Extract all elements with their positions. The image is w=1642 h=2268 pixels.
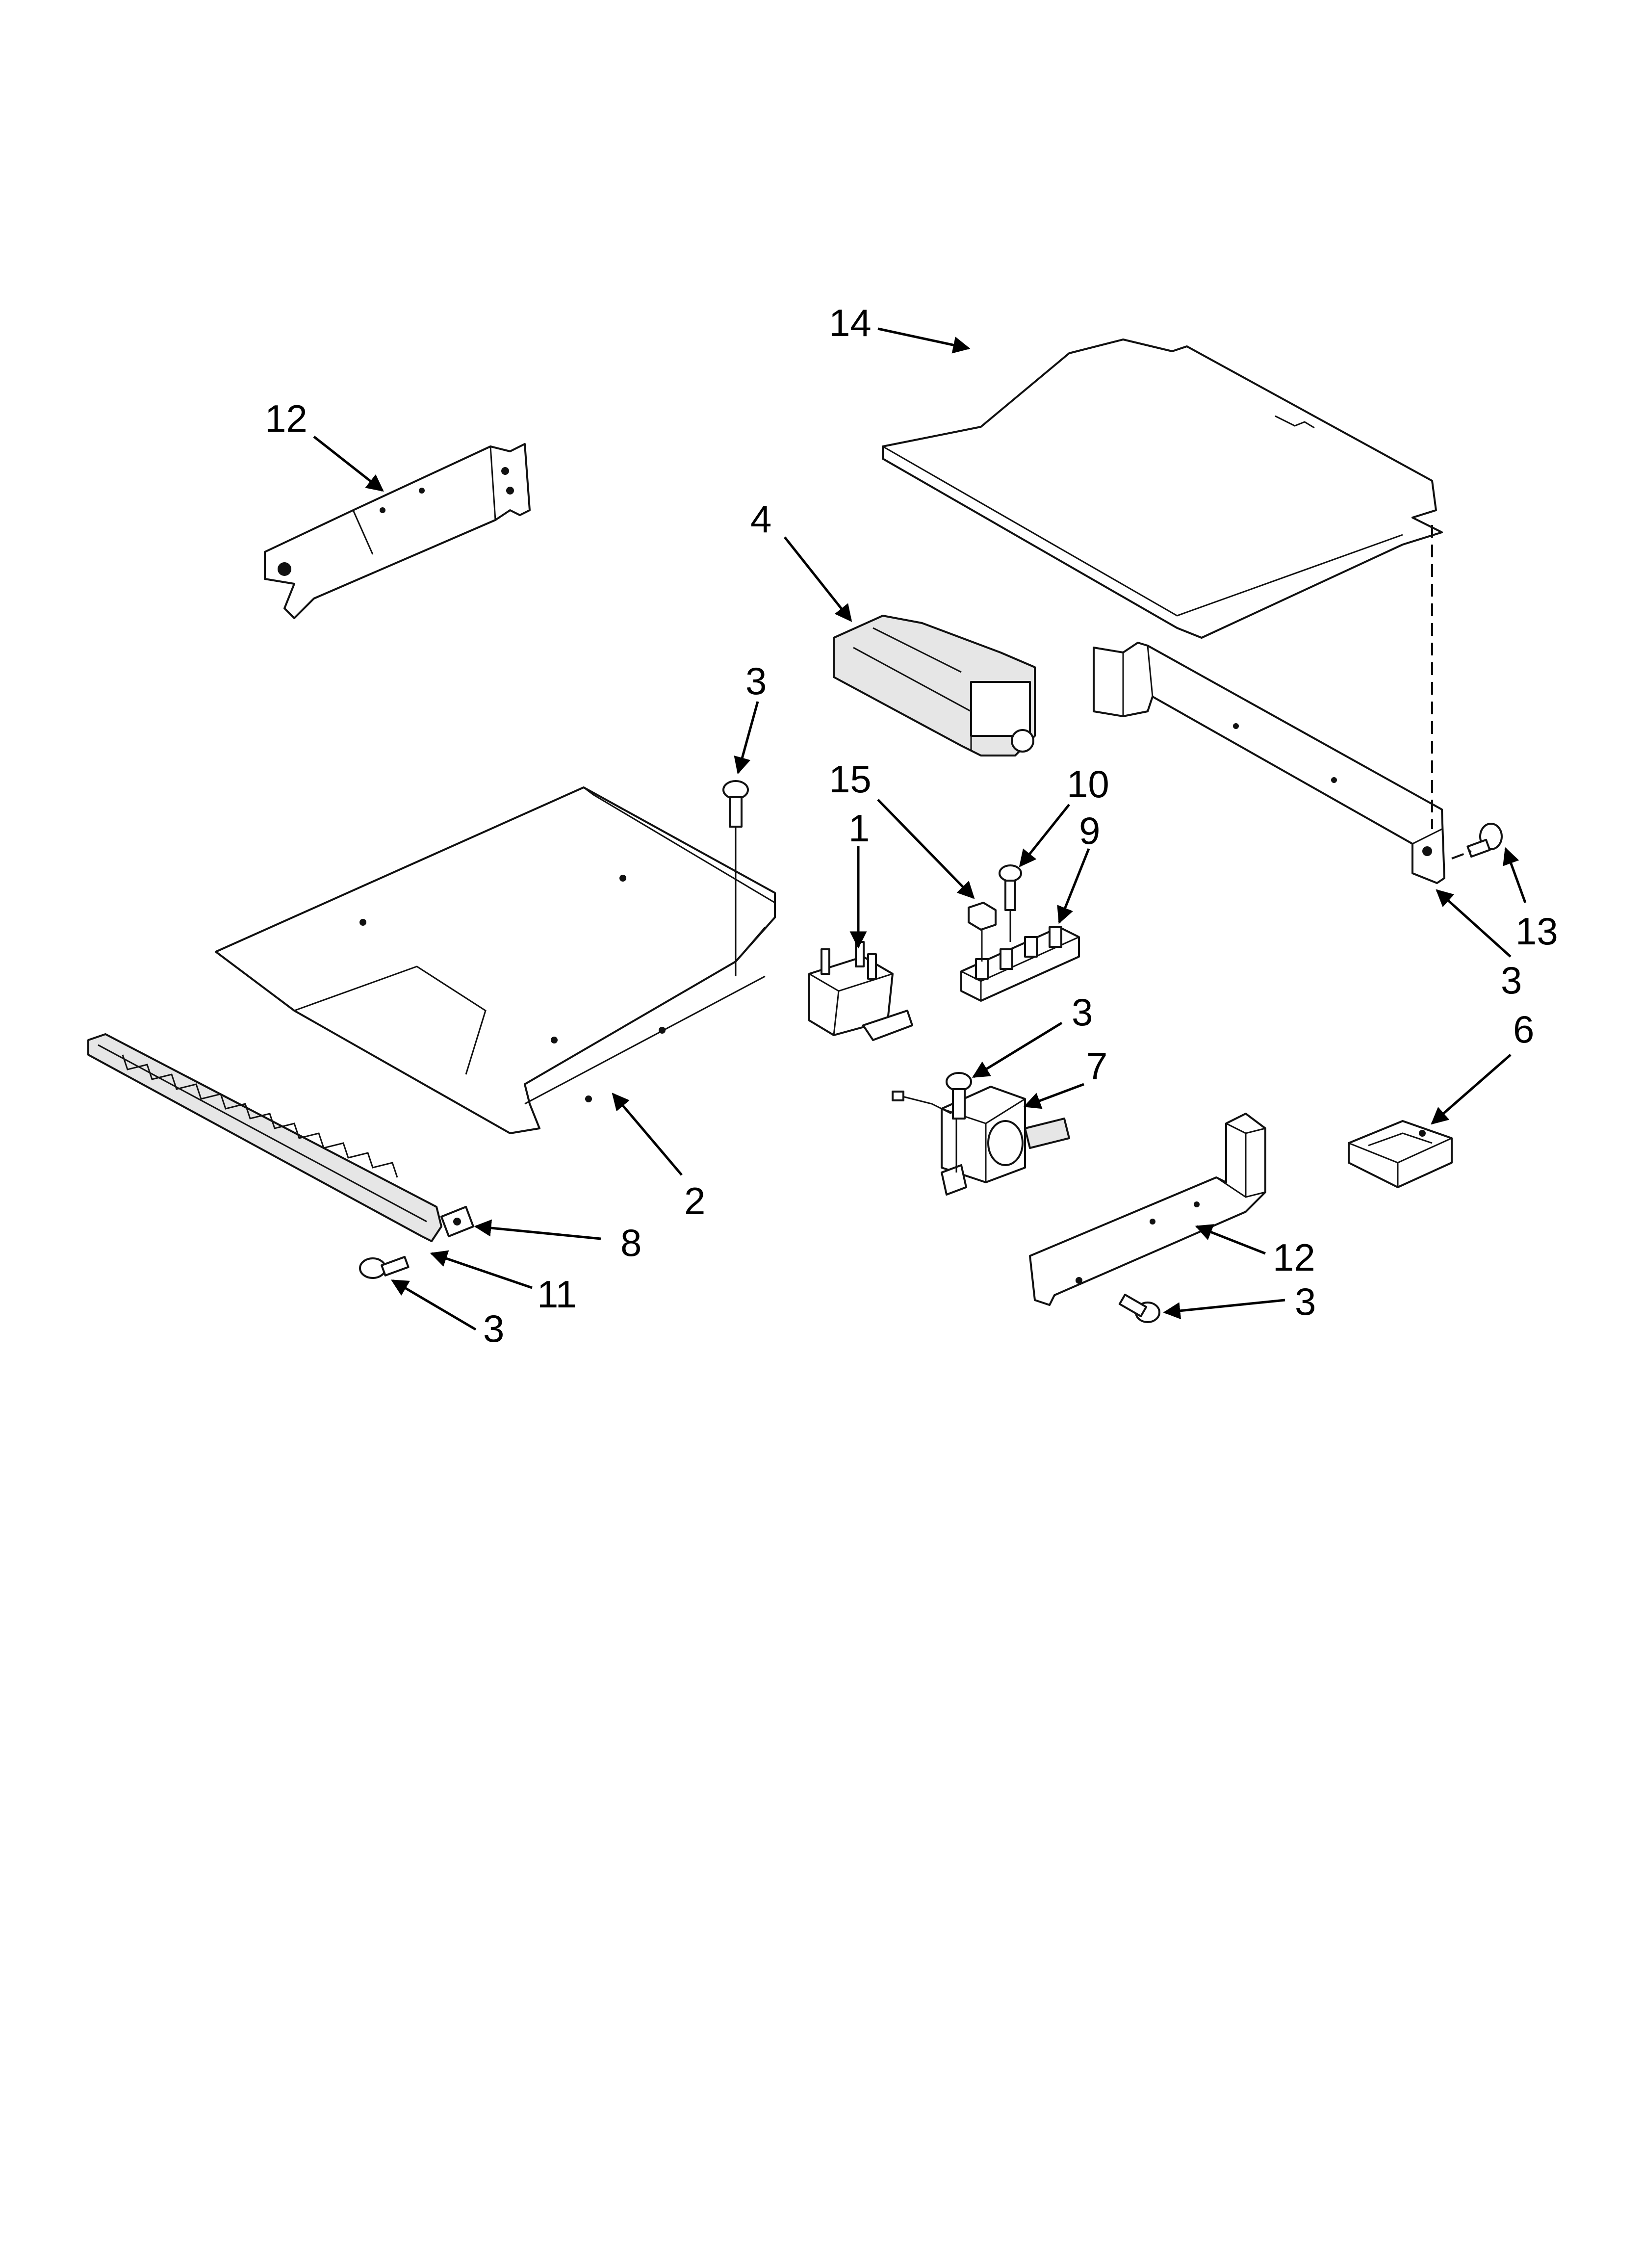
part-9-terminal-block [960,926,1080,1002]
callout-12-lower: 12 [1273,1236,1315,1279]
part-3-screw-b [1451,823,1503,860]
callout-labels: 14 12 4 3 15 10 1 9 3 13 3 7 6 2 8 11 3 … [265,301,1558,1350]
callout-13: 3 [1501,959,1522,1002]
part-3-screw-e [1118,1293,1160,1323]
callout-11: 11 [537,1273,577,1316]
callout-8: 8 [620,1221,641,1264]
part-15-nut [968,902,997,962]
part-6-bracket-box [1348,1120,1453,1188]
callout-3-right: 13 [1515,910,1558,953]
leader-lines [313,327,1527,1331]
callout-15: 15 [829,757,872,801]
part-11-slide-rail [87,1033,442,1242]
part-2-bottom-panel [215,786,776,1134]
callout-3-top: 3 [745,659,767,703]
callout-10: 10 [1067,762,1109,806]
part-1-relay [808,941,913,1041]
callout-12-upper: 12 [265,397,308,440]
part-3-screw-a [722,780,749,828]
callout-4: 4 [750,497,771,541]
part-3-screw-c [946,1072,972,1120]
callout-14: 14 [829,301,872,344]
callout-7: 7 [1086,1044,1107,1088]
part-14-top-panel [882,339,1443,639]
callout-6: 6 [1513,1008,1534,1051]
callout-2: 2 [684,1179,705,1223]
part-10-screw [999,864,1022,942]
callout-3-bottom-left: 3 [483,1307,504,1350]
part-12-right-bracket [1029,1113,1266,1306]
callout-3-mid: 3 [1072,991,1093,1034]
part-13-rear-bracket [1093,642,1445,884]
part-8-clip [440,1206,474,1237]
callout-3-bottom-right: 3 [1295,1280,1316,1323]
part-12-left-bracket [264,443,531,619]
callout-1: 1 [848,807,870,850]
part-4-switch-assembly [833,615,1036,756]
part-7-transformer [892,1086,1070,1196]
part-3-screw-d [359,1256,410,1279]
callout-9: 9 [1079,809,1100,852]
